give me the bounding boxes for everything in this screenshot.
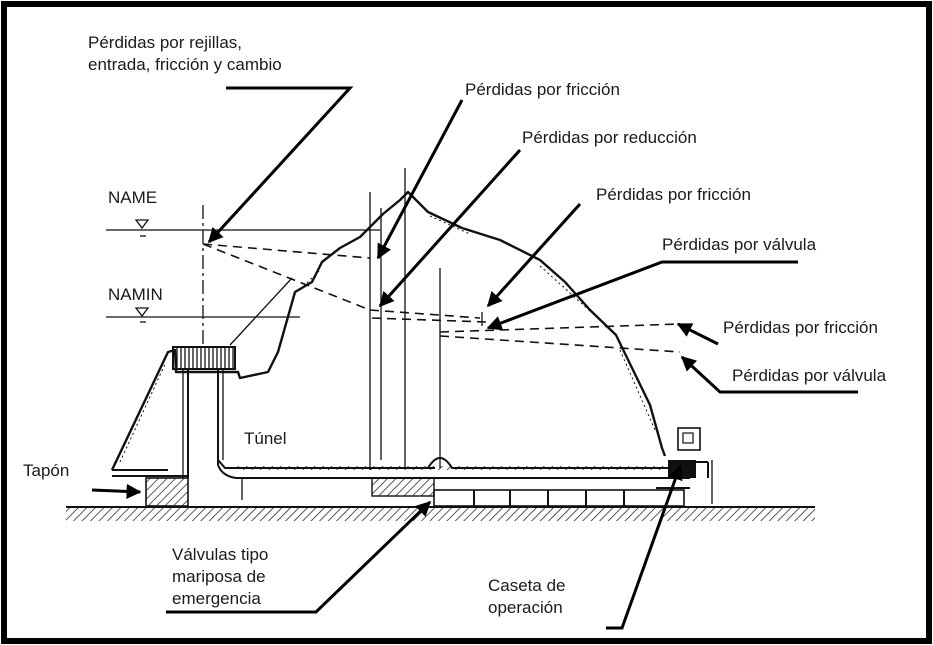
hydraulic-grade-lines <box>202 243 681 353</box>
arrow-valvula-2 <box>680 355 858 394</box>
arrow-friccion-2 <box>486 202 582 308</box>
arrow-valvulas <box>166 500 432 614</box>
label-rejillas-line2: entrada, fricción y cambio <box>88 55 282 74</box>
label-caseta-line2: operación <box>488 598 563 617</box>
arrow-caseta <box>606 464 683 630</box>
plug-block <box>145 477 189 507</box>
arrow-friccion-3 <box>676 322 719 346</box>
label-valvula-1: Pérdidas por válvula <box>662 235 817 254</box>
trash-rack <box>172 346 236 370</box>
label-friccion-1: Pérdidas por fricción <box>465 80 620 99</box>
label-valvula-2: Pérdidas por válvula <box>732 366 887 385</box>
water-level-triangle-icon <box>134 307 150 318</box>
arrow-rejillas <box>207 86 354 244</box>
water-level-name <box>106 219 380 237</box>
label-caseta-line1: Caseta de <box>488 576 566 595</box>
arrow-tapon <box>91 483 142 499</box>
label-tapon: Tapón <box>23 461 69 480</box>
label-reduccion: Pérdidas por reducción <box>522 128 697 147</box>
intake-tower <box>172 346 236 478</box>
arrow-friccion-1 <box>376 99 464 260</box>
arrow-reduccion <box>378 148 522 308</box>
tunnel <box>112 457 668 500</box>
label-name: NAME <box>108 188 157 207</box>
mountain-profile <box>110 190 667 471</box>
label-friccion-3: Pérdidas por fricción <box>723 318 878 337</box>
label-valvulas-line1: Válvulas tipo <box>172 545 268 564</box>
label-valvulas-line3: emergencia <box>172 589 261 608</box>
leader-arrows <box>91 86 858 630</box>
arrow-valvula-1 <box>486 260 798 331</box>
ground <box>66 506 815 521</box>
label-rejillas-line1: Pérdidas por rejillas, <box>88 33 242 52</box>
operation-house <box>668 427 713 504</box>
label-tunel: Túnel <box>244 429 287 448</box>
valve-block <box>371 477 690 507</box>
label-friccion-2: Pérdidas por fricción <box>596 185 751 204</box>
label-namin: NAMIN <box>108 285 163 304</box>
label-valvulas-line2: mariposa de <box>172 567 266 586</box>
water-level-triangle-icon <box>134 219 150 230</box>
